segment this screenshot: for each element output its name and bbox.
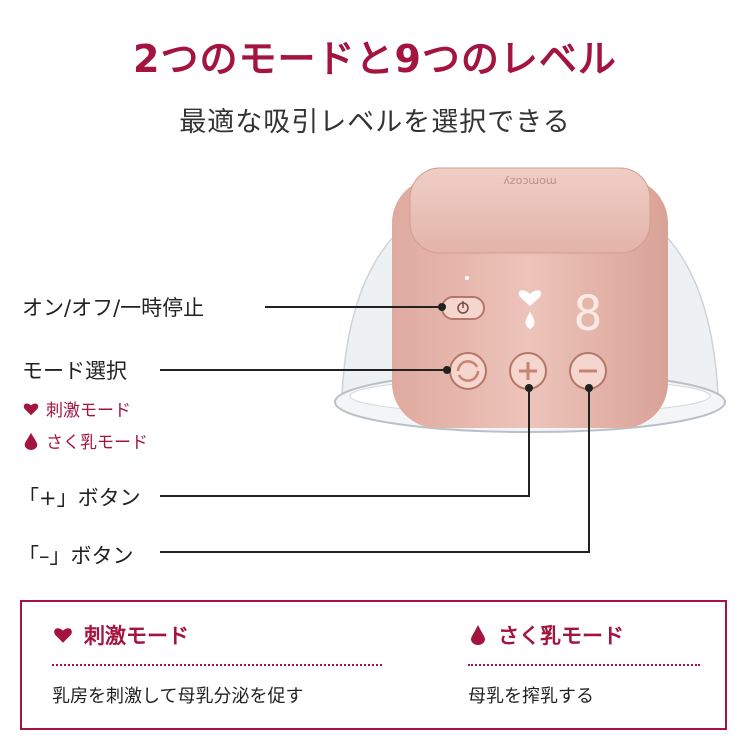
stimulation-info-desc: 乳房を刺激して母乳分泌を促す (52, 686, 304, 707)
minus-callout: 「–」ボタン (18, 544, 134, 568)
expression-info-desc: 母乳を搾乳する (468, 686, 594, 707)
mode-callout-line (160, 369, 446, 371)
stimulation-info: 刺激モード 乳房を刺激して母乳分泌を促す (52, 620, 382, 708)
plus-callout-line-h (160, 495, 530, 497)
mode-info-box: 刺激モード 乳房を刺激して母乳分泌を促す さく乳モード 母乳を搾乳する (20, 600, 727, 730)
power-callout-line (265, 306, 441, 308)
power-callout-dot (438, 303, 446, 311)
minus-callout-dot (585, 384, 593, 392)
plus-callout-dot (525, 384, 533, 392)
expression-mode-text: さく乳モード (46, 433, 148, 453)
plus-callout: 「+」ボタン (18, 486, 141, 510)
page-title: 2つのモードと9つのレベル (133, 37, 617, 81)
drop-icon (471, 625, 485, 645)
heart-indicator-icon (518, 290, 542, 306)
breast-pump-device: momcozy 8 (334, 167, 726, 433)
level-display: 8 (574, 286, 603, 342)
stimulation-mode-label: 刺激モード (22, 396, 131, 421)
stimulation-mode-text: 刺激モード (46, 401, 131, 421)
expression-info: さく乳モード 母乳を搾乳する (468, 620, 700, 708)
heart-icon (54, 628, 72, 643)
stimulation-info-title: 刺激モード (84, 624, 189, 648)
brand-text: momcozy (503, 175, 557, 188)
expression-mode-label: さく乳モード (22, 428, 148, 453)
drop-icon (24, 432, 38, 450)
minus-callout-line-v (588, 388, 590, 553)
plus-callout-line-v (528, 388, 530, 497)
mode-button[interactable] (449, 352, 487, 390)
mode-callout-dot (443, 366, 451, 374)
expression-info-head: さく乳モード (468, 620, 700, 650)
expression-info-divider (468, 664, 700, 666)
expression-info-title: さく乳モード (498, 624, 624, 648)
heart-icon (23, 403, 39, 415)
minus-callout-line-h (160, 551, 590, 553)
stimulation-info-divider (52, 664, 382, 666)
power-button[interactable] (441, 296, 485, 320)
power-callout: オン/オフ/一時停止 (22, 296, 205, 320)
mode-select-callout: モード選択 (22, 359, 127, 383)
stimulation-info-head: 刺激モード (52, 620, 382, 650)
drop-indicator-icon (525, 312, 535, 329)
page-subtitle: 最適な吸引レベルを選択できる (179, 107, 571, 138)
